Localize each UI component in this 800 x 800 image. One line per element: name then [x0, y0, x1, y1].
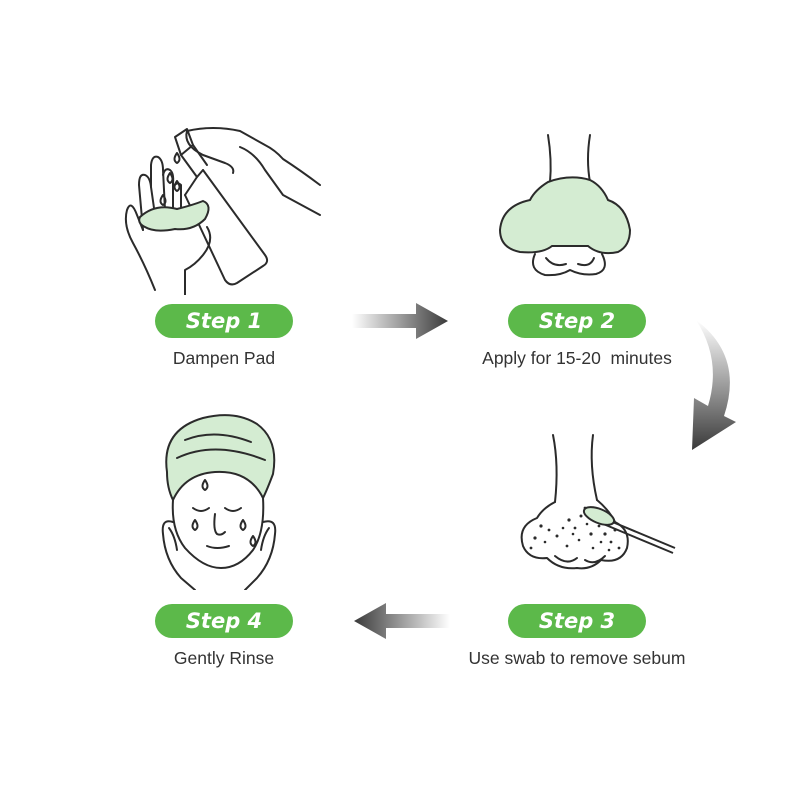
nose-strip-icon — [498, 134, 632, 277]
step-4-caption: Gently Rinse — [173, 648, 275, 668]
step-4-badge: Step 4 — [155, 604, 293, 638]
step-3-badge: Step 3 — [508, 604, 646, 638]
hand-spray-bottle-icon — [124, 127, 321, 295]
step-2-badge: Step 2 — [508, 304, 646, 338]
arrow-curved-down-icon — [692, 320, 736, 450]
step-2-caption: Apply for 15-20 minutes — [482, 348, 672, 368]
step-1-badge: Step 1 — [155, 304, 293, 338]
nose-swab-icon — [520, 434, 676, 570]
arrow-right-icon — [352, 303, 448, 339]
step-3-caption: Use swab to remove sebum — [468, 648, 686, 668]
step-1-caption: Dampen Pad — [172, 348, 276, 368]
arrow-left-icon — [354, 603, 450, 639]
face-rinse-icon — [161, 414, 277, 590]
